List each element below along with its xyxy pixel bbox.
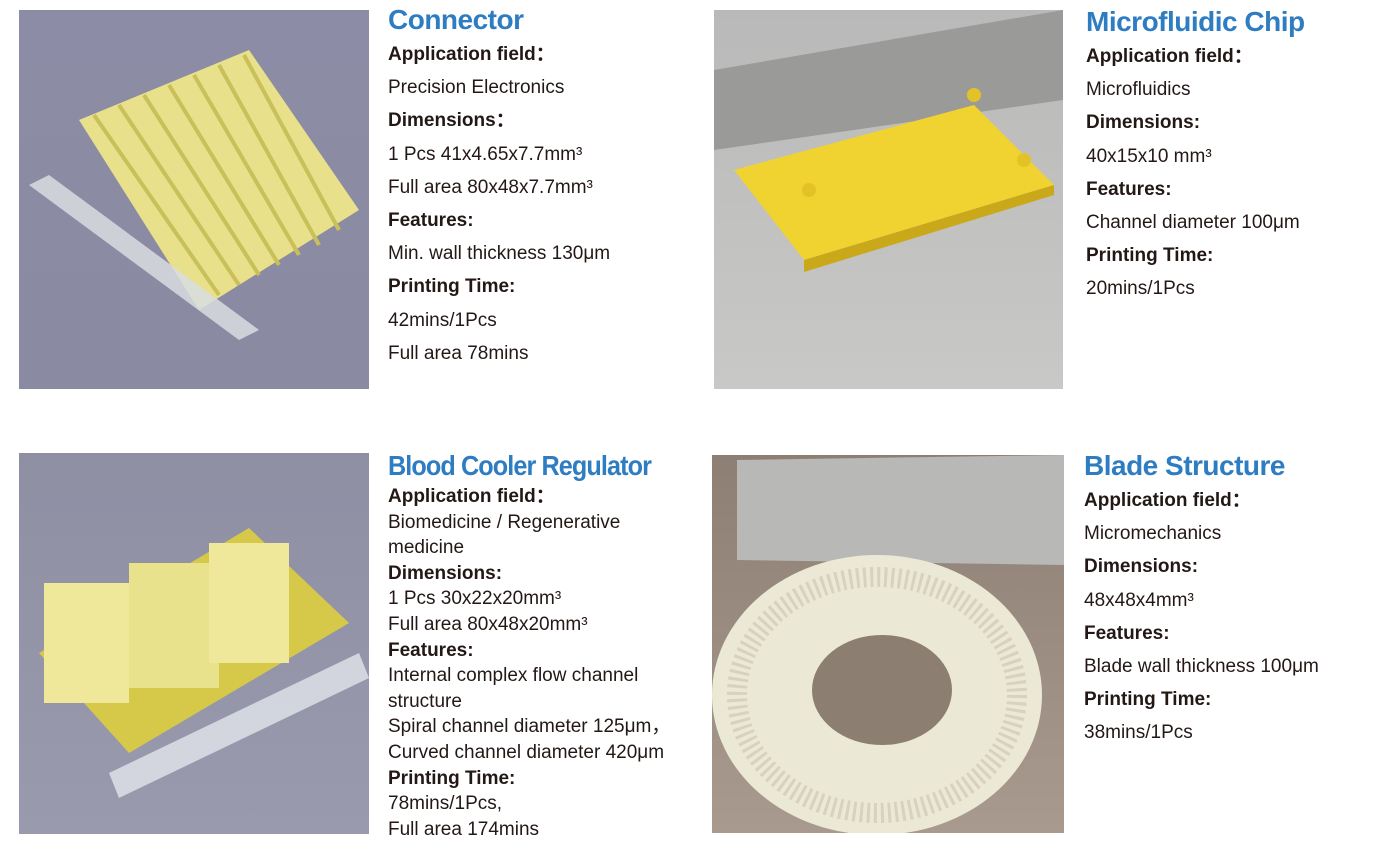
label-printing-time: Printing Time: (388, 276, 516, 298)
value-application-field: Micromechanics (1084, 523, 1222, 545)
product-title: Connector (388, 4, 524, 35)
chip-illustration (714, 10, 1063, 272)
value-features: Channel diameter 100μm (1086, 212, 1300, 234)
product-blade-structure: Blade Structure Application field： Micro… (1084, 450, 1319, 750)
product-microfluidic-chip: Microfluidic Chip Application field： Mic… (1086, 6, 1305, 306)
label-application-field: Application field： (388, 486, 555, 507)
value-features: Blade wall thickness 100μm (1084, 656, 1319, 678)
blade-illustration (712, 455, 1064, 833)
label-features: Features: (1086, 178, 1172, 200)
connector-illustration (29, 50, 359, 340)
product-blood-cooler-regulator: Blood Cooler Regulator Application field… (388, 450, 703, 842)
value-printing-time: Full area 174mins (388, 818, 540, 840)
value-features: Min. wall thickness 130μm (388, 243, 611, 265)
value-printing-time: 42mins/1Pcs (388, 309, 497, 331)
product-title: Microfluidic Chip (1086, 6, 1305, 37)
value-features: Curved channel diameter 420μm (388, 741, 665, 763)
value-application-field: Biomedicine / Regenerative medicine (388, 511, 621, 559)
microfluidic-chip-photo (714, 10, 1063, 389)
value-application-field: Microfluidics (1086, 79, 1191, 101)
value-application-field: Precision Electronics (388, 77, 565, 99)
value-dimensions: 48x48x4mm³ (1084, 589, 1194, 611)
value-printing-time: 20mins/1Pcs (1086, 278, 1195, 300)
product-connector: Connector Application field： Precision E… (388, 4, 610, 370)
value-dimensions: 1 Pcs 30x22x20mm³ (388, 588, 562, 610)
value-features: Internal complex flow channel structure (388, 665, 639, 712)
value-features: Spiral channel diameter 125μm， (388, 716, 671, 738)
label-application-field: Application field： (1084, 490, 1251, 511)
value-dimensions: 1 Pcs 41x4.65x7.7mm³ (388, 143, 583, 165)
regulator-illustration (39, 528, 369, 798)
blood-cooler-regulator-photo (19, 453, 369, 834)
value-dimensions: 40x15x10 mm³ (1086, 145, 1212, 167)
label-features: Features: (388, 210, 474, 232)
label-printing-time: Printing Time: (1086, 245, 1214, 267)
product-title: Blade Structure (1084, 450, 1285, 481)
product-title: Blood Cooler Regulator (388, 450, 652, 481)
label-dimensions: Dimensions: (1084, 556, 1199, 578)
label-application-field: Application field： (388, 44, 555, 65)
label-printing-time: Printing Time: (1084, 689, 1212, 711)
label-features: Features: (388, 639, 474, 661)
label-printing-time: Printing Time: (388, 767, 516, 789)
value-printing-time: Full area 78mins (388, 342, 529, 364)
label-features: Features: (1084, 622, 1170, 644)
blade-structure-photo (712, 455, 1064, 833)
label-application-field: Application field： (1086, 46, 1253, 67)
label-dimensions: Dimensions: (1086, 112, 1201, 134)
value-printing-time: 78mins/1Pcs, (388, 793, 503, 815)
connector-photo (19, 10, 369, 389)
label-dimensions: Dimensions： (388, 110, 515, 132)
value-printing-time: 38mins/1Pcs (1084, 722, 1193, 744)
value-dimensions: Full area 80x48x7.7mm³ (388, 176, 593, 198)
value-dimensions: Full area 80x48x20mm³ (388, 613, 588, 635)
label-dimensions: Dimensions: (388, 562, 503, 584)
